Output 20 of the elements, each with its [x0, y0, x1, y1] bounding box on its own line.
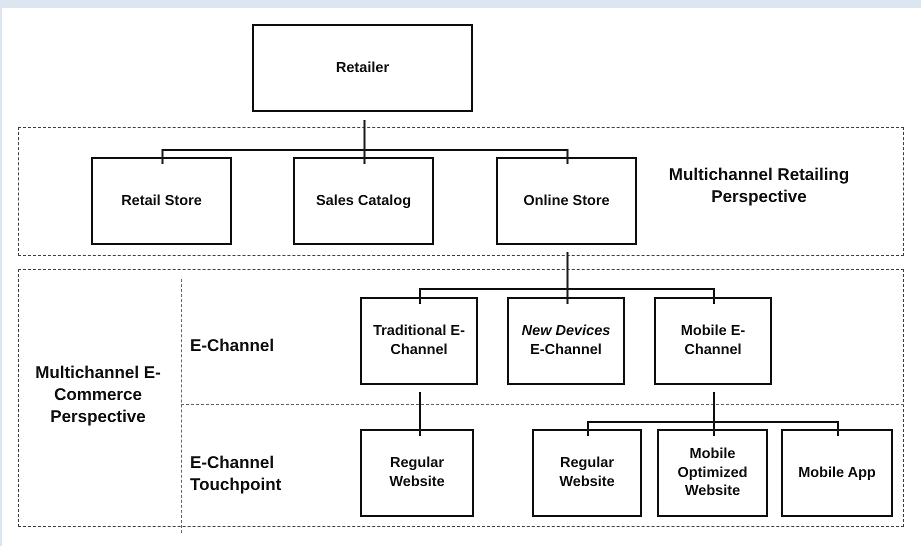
process-box: Regular Website [360, 429, 474, 517]
row-label: E-Channel [190, 335, 276, 357]
connector-line [364, 120, 568, 164]
dashed-group-frame [18, 269, 904, 527]
process-box: New Devices E-Channel [507, 297, 625, 385]
process-box: Retailer [252, 24, 473, 112]
process-box: Traditional E-Channel [360, 297, 478, 385]
process-box: Mobile App [781, 429, 893, 517]
process-box: Retail Store [91, 157, 232, 245]
process-box: Sales Catalog [293, 157, 434, 245]
row-label: E-Channel Touchpoint [190, 452, 282, 496]
group-title: Multichannel E-Commerce Perspective [34, 362, 162, 428]
group-title: Multichannel Retailing Perspective [668, 164, 850, 208]
process-box: Mobile E-Channel [654, 297, 772, 385]
process-box: Regular Website [532, 429, 642, 517]
connector-line [419, 392, 421, 436]
connector-line [713, 392, 839, 436]
process-box: Online Store [496, 157, 637, 245]
dashed-group-frame [18, 127, 904, 256]
process-box: Mobile Optimized Website [657, 429, 768, 517]
